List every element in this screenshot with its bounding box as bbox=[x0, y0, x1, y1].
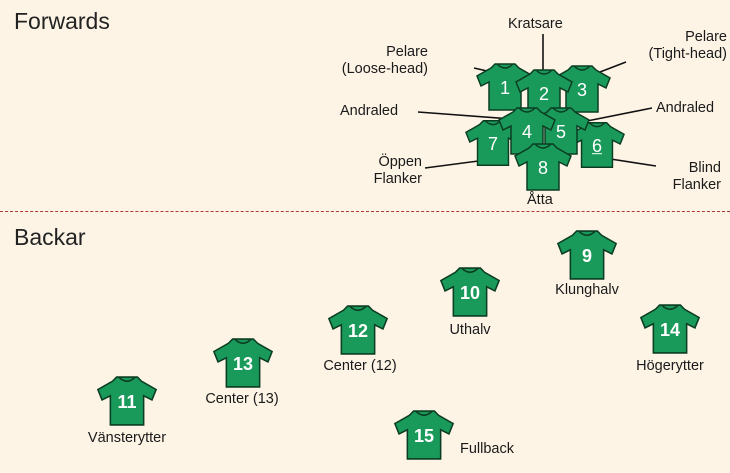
label-openside-line2: Flanker bbox=[373, 171, 422, 187]
forwards-heading: Forwards bbox=[14, 8, 110, 34]
jersey-8-number: 8 bbox=[537, 158, 548, 179]
label-eighth: Åtta bbox=[527, 192, 553, 208]
jersey-4-number: 4 bbox=[521, 122, 532, 143]
label-right-wing: Högerytter bbox=[636, 358, 704, 374]
jersey-15-number: 15 bbox=[413, 426, 435, 447]
label-lock-left: Andraled bbox=[340, 103, 399, 119]
label-tighthead-line1: Pelare bbox=[685, 29, 727, 45]
section-divider bbox=[0, 211, 730, 212]
label-hooker: Kratsare bbox=[508, 16, 563, 32]
label-blindside-line2: Flanker bbox=[672, 177, 721, 193]
jersey-1: 1 bbox=[475, 62, 535, 112]
label-center-13: Center (13) bbox=[205, 391, 279, 407]
jersey-11: 11 bbox=[94, 375, 160, 427]
jersey-10-icon bbox=[439, 267, 501, 317]
label-openside-line1: Öppen bbox=[378, 154, 422, 170]
label-tighthead: Pelare (Tight-head) bbox=[625, 29, 727, 63]
label-left-wing: Vänsterytter bbox=[87, 430, 167, 446]
jersey-14: 14 bbox=[637, 303, 703, 355]
jersey-13-number: 13 bbox=[232, 354, 254, 375]
jersey-2-number: 2 bbox=[538, 84, 549, 105]
jersey-3-number: 3 bbox=[576, 80, 587, 101]
jersey-12-icon bbox=[327, 305, 389, 355]
jersey-10-number: 10 bbox=[459, 283, 481, 304]
label-openside: Öppen Flanker bbox=[358, 154, 422, 188]
jersey-14-number: 14 bbox=[659, 320, 681, 341]
jersey-10: 10 bbox=[437, 266, 503, 318]
label-flyhalf: Uthalv bbox=[449, 322, 491, 338]
label-lock-right: Andraled bbox=[656, 100, 715, 116]
jersey-7-number: 7 bbox=[487, 134, 498, 155]
label-fullback: Fullback bbox=[460, 441, 514, 457]
jersey-15: 15 bbox=[391, 409, 457, 461]
jersey-12-number: 12 bbox=[347, 321, 369, 342]
jersey-12: 12 bbox=[325, 304, 391, 356]
jersey-14-icon bbox=[639, 304, 701, 354]
jersey-13-icon bbox=[212, 338, 274, 388]
label-loosehead: Pelare (Loose-head) bbox=[320, 44, 428, 78]
jersey-8-icon bbox=[514, 143, 572, 191]
jersey-9: 9 bbox=[554, 229, 620, 281]
jersey-1-number: 1 bbox=[499, 78, 510, 99]
label-loosehead-line1: Pelare bbox=[386, 44, 428, 60]
jersey-5-number: 5 bbox=[555, 122, 566, 143]
label-tighthead-line2: (Tight-head) bbox=[648, 46, 727, 62]
label-center-12: Center (12) bbox=[323, 358, 397, 374]
jersey-9-icon bbox=[556, 230, 618, 280]
jersey-9-number: 9 bbox=[581, 246, 592, 267]
jersey-6-number: 6 bbox=[591, 136, 602, 157]
label-loosehead-line2: (Loose-head) bbox=[341, 61, 428, 77]
jersey-13: 13 bbox=[210, 337, 276, 389]
label-blindside: Blind Flanker bbox=[655, 160, 721, 194]
jersey-8: 8 bbox=[512, 142, 574, 192]
backs-heading: Backar bbox=[14, 224, 86, 250]
label-blindside-line1: Blind bbox=[688, 160, 721, 176]
jersey-11-number: 11 bbox=[117, 392, 137, 413]
label-scrumhalf: Klunghalv bbox=[555, 282, 619, 298]
jersey-11-icon bbox=[96, 376, 158, 426]
jersey-15-icon bbox=[393, 410, 455, 460]
